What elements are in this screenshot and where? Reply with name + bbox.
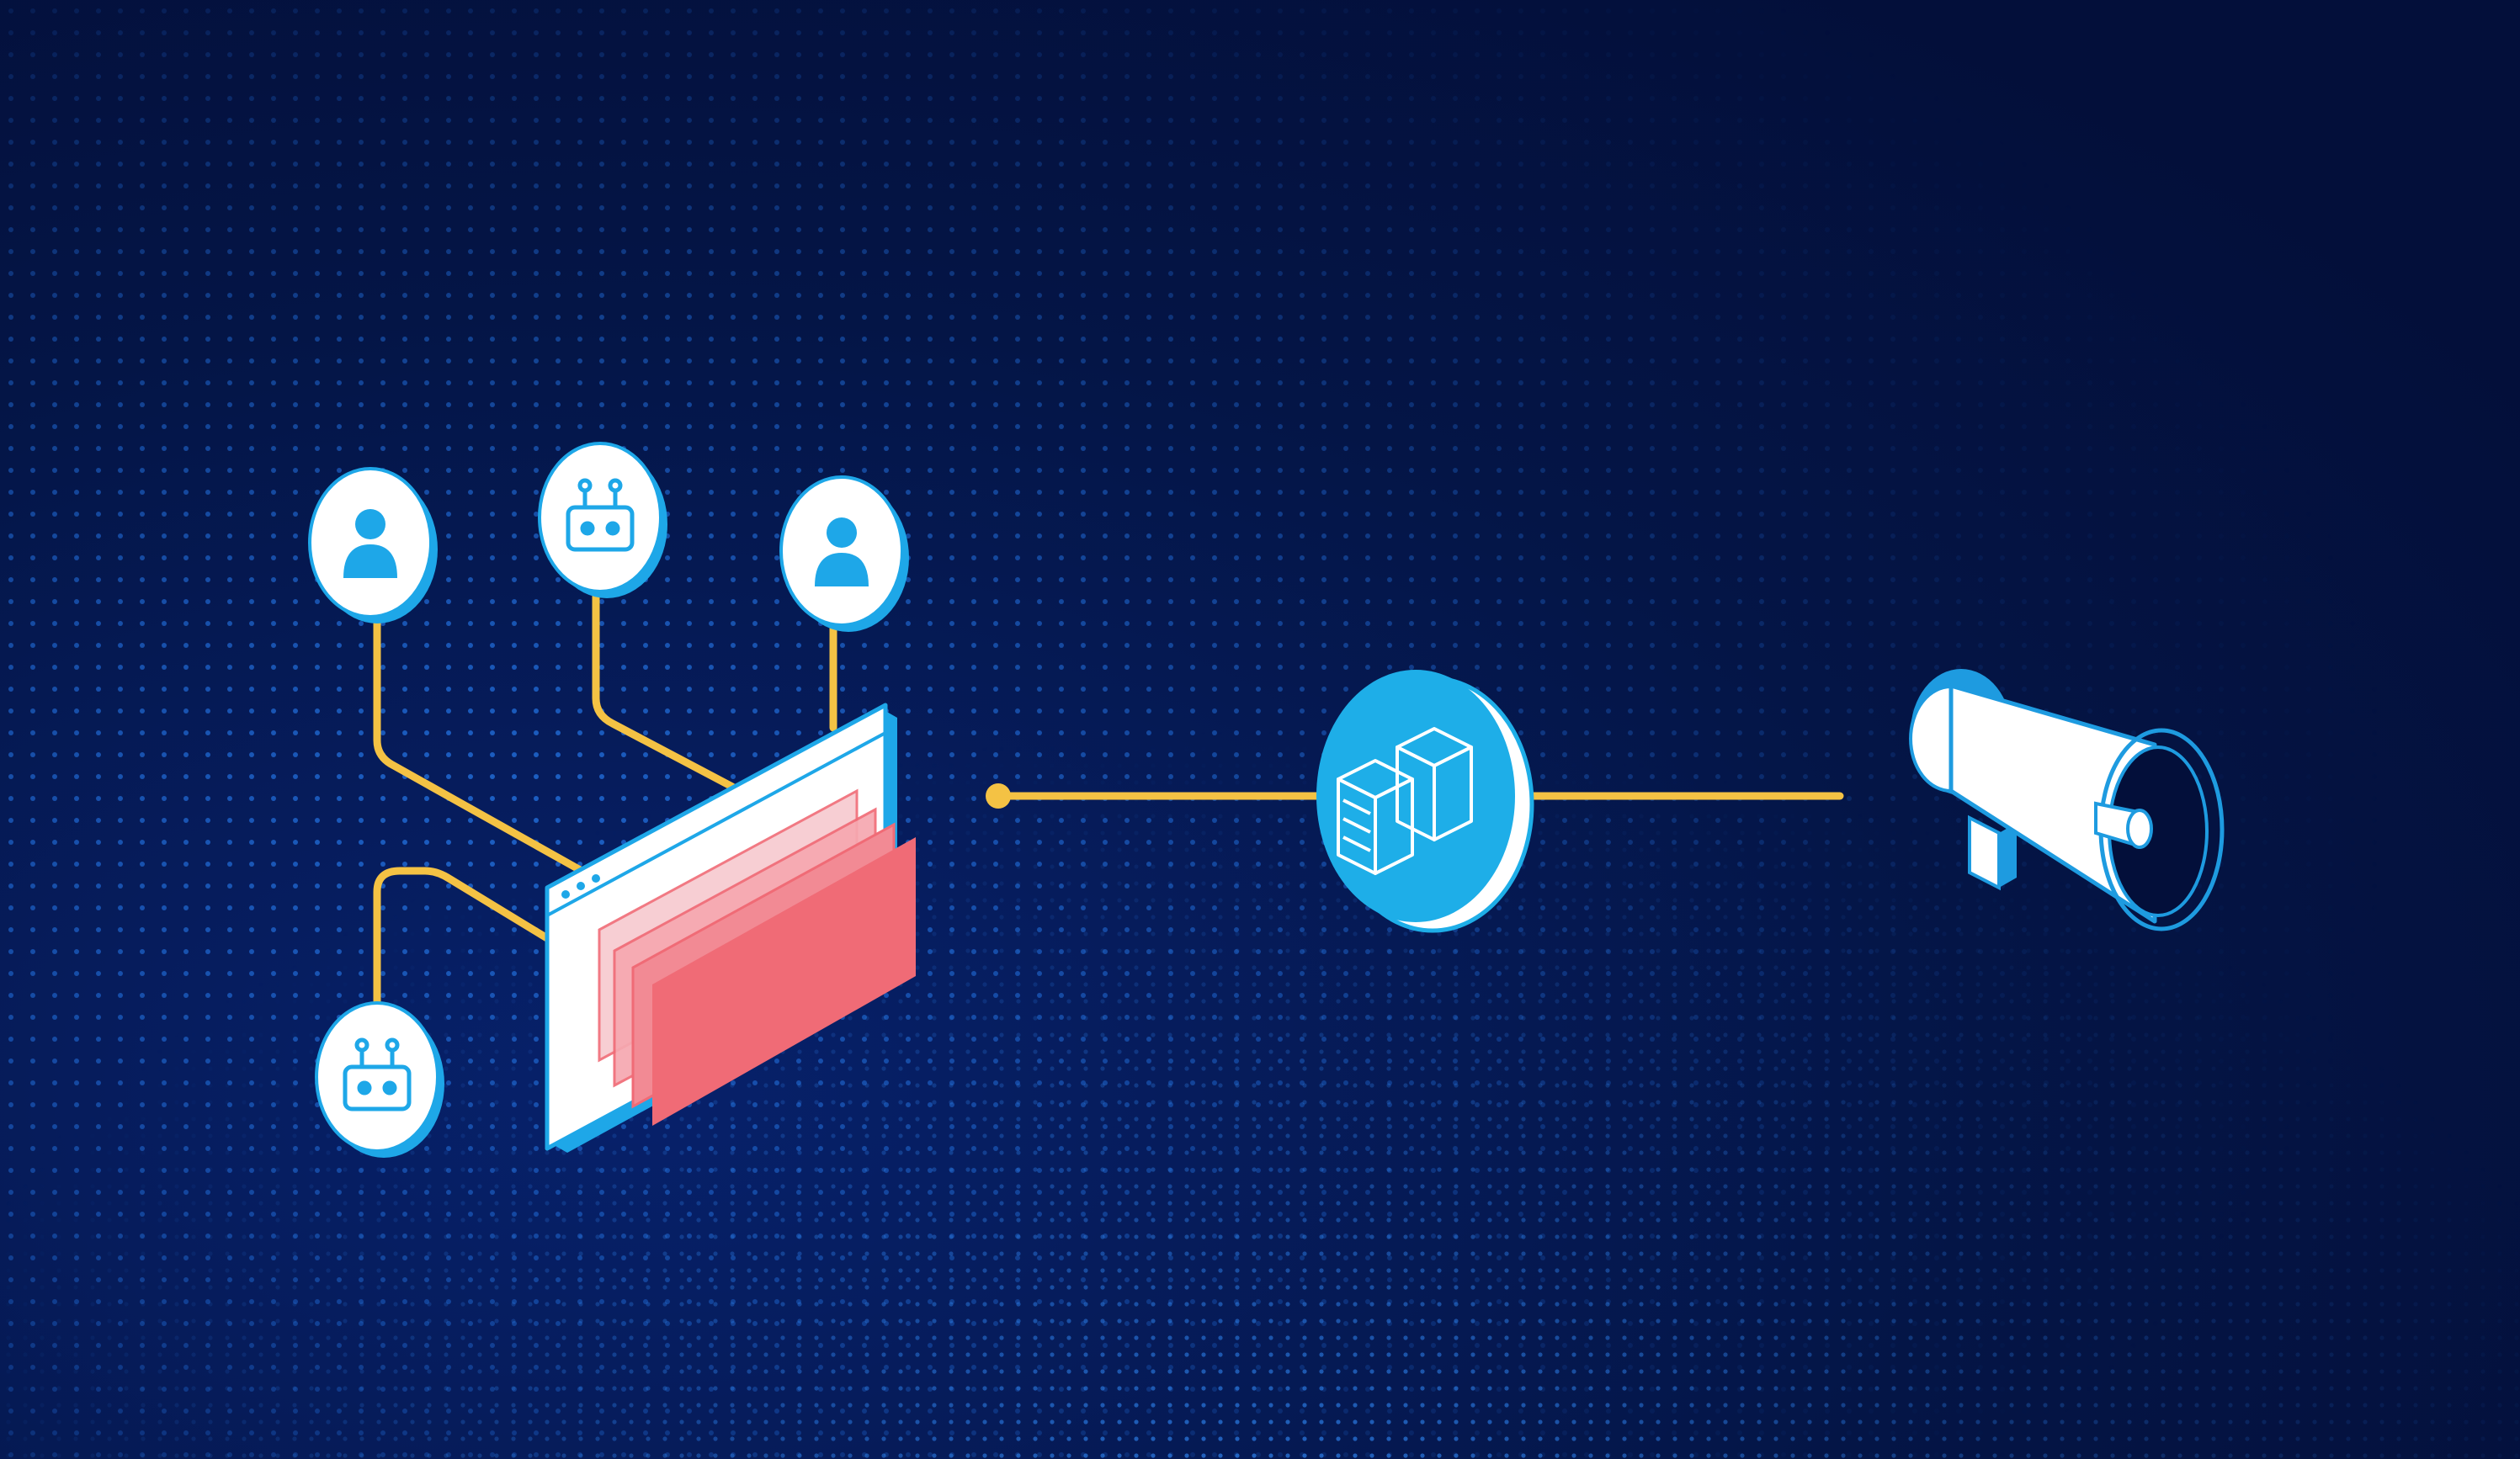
person-icon (343, 509, 397, 578)
connector-bot-2 (373, 867, 551, 1027)
person-icon (815, 517, 869, 586)
server-stack-icon (1337, 727, 1473, 875)
connector-user-1 (373, 597, 593, 879)
source-node-bot-2 (315, 1001, 444, 1158)
source-node-user-2 (779, 475, 909, 632)
robot-icon (343, 1037, 412, 1111)
main-connector (986, 783, 1844, 809)
stacked-layers (598, 788, 916, 1126)
megaphone-icon (1909, 669, 2225, 931)
robot-icon (566, 478, 635, 552)
source-connectors (373, 576, 837, 1027)
source-node-bot-1 (538, 442, 667, 598)
window-controls (561, 874, 600, 899)
browser-window-icon (545, 703, 916, 1153)
connector-start-dot (986, 783, 1011, 809)
database-node (1316, 670, 1534, 933)
source-node-user-1 (308, 467, 438, 623)
connector-bot-1 (592, 576, 736, 791)
